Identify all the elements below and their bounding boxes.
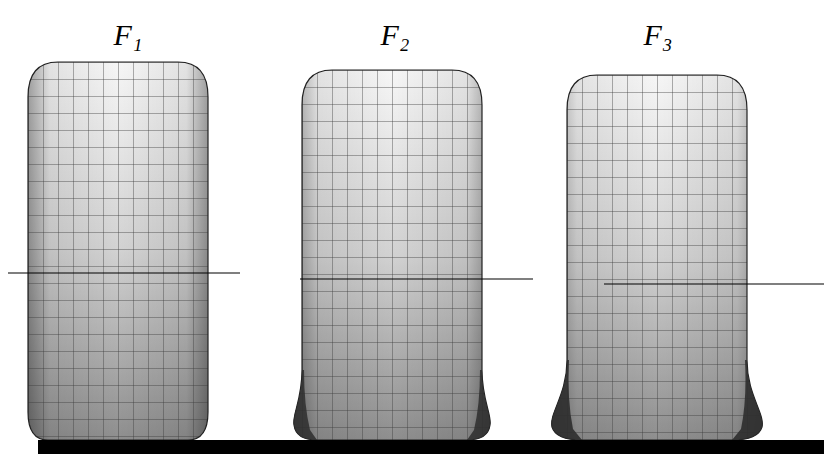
- reference-line: [8, 272, 240, 273]
- tire: [294, 70, 491, 440]
- reference-line: [604, 283, 824, 284]
- force-label: F₃: [644, 20, 673, 50]
- ground-bar: [38, 440, 824, 454]
- force-label: F₁: [114, 20, 143, 50]
- reference-line: [300, 278, 533, 279]
- force-label: F₂: [381, 20, 410, 50]
- tire: [552, 75, 763, 440]
- tire: [28, 62, 208, 440]
